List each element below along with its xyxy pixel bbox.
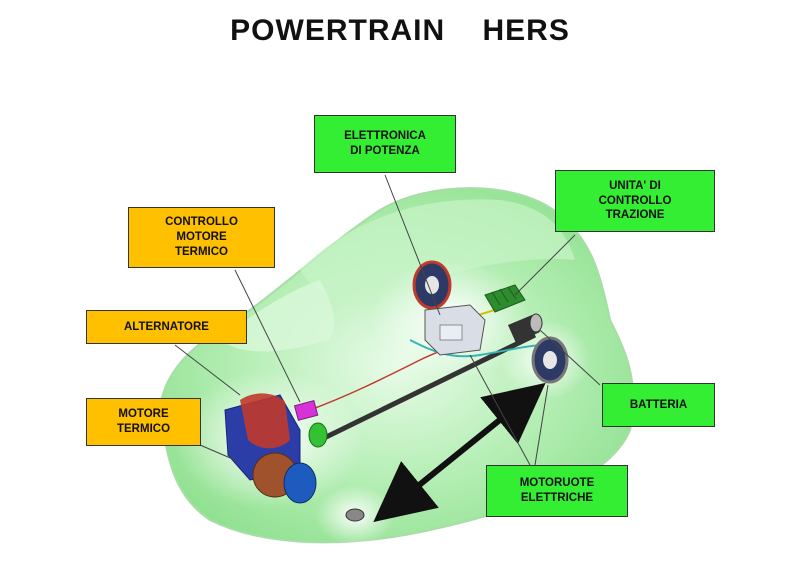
label-text: MOTORE TERMICO: [116, 408, 171, 435]
label-text: ELETTRONICA DI POTENZA: [344, 130, 426, 157]
label-alternatore: ALTERNATORE: [86, 310, 247, 344]
traction-control-unit: [484, 284, 526, 313]
label-controllo-motore-termico: CONTROLLO MOTORE TERMICO: [128, 207, 275, 268]
label-text: CONTROLLO MOTORE TERMICO: [165, 216, 238, 258]
car-roof: [300, 199, 575, 306]
label-text: MOTORUOTE ELETTRICHE: [519, 477, 595, 504]
label-unita-controllo-trazione: UNITA' DI CONTROLLO TRAZIONE: [555, 170, 715, 232]
leader-elettronica: [384, 174, 441, 316]
leader-alternatore: [174, 344, 241, 396]
wheelbase-arrow: [373, 382, 546, 523]
leader-motoruote-1: [469, 354, 531, 466]
wire-cyan: [409, 339, 546, 358]
leader-batteria: [539, 329, 601, 386]
battery: [508, 313, 543, 343]
label-batteria: BATTERIA: [602, 383, 715, 427]
label-text: ALTERNATORE: [124, 320, 209, 333]
car-windshield: [220, 280, 335, 352]
front-wheel-hub: [345, 508, 365, 522]
label-motore-termico: MOTORE TERMICO: [86, 398, 201, 446]
label-motoruote-elettriche: MOTORUOTE ELETTRICHE: [486, 465, 628, 517]
leader-motoruote-2: [534, 384, 549, 466]
engine-controller: [293, 400, 319, 421]
label-text: BATTERIA: [629, 398, 688, 411]
label-text: UNITA' DI CONTROLLO TRAZIONE: [598, 179, 672, 222]
leader-controllo: [234, 269, 301, 403]
diagram-title: POWERTRAIN HERS: [230, 14, 570, 47]
leader-motore: [199, 444, 236, 461]
label-elettronica-di-potenza: ELETTRONICA DI POTENZA: [314, 115, 456, 173]
leader-unita: [514, 234, 576, 296]
alternator-part: [308, 422, 328, 448]
combustion-engine: [224, 393, 317, 504]
